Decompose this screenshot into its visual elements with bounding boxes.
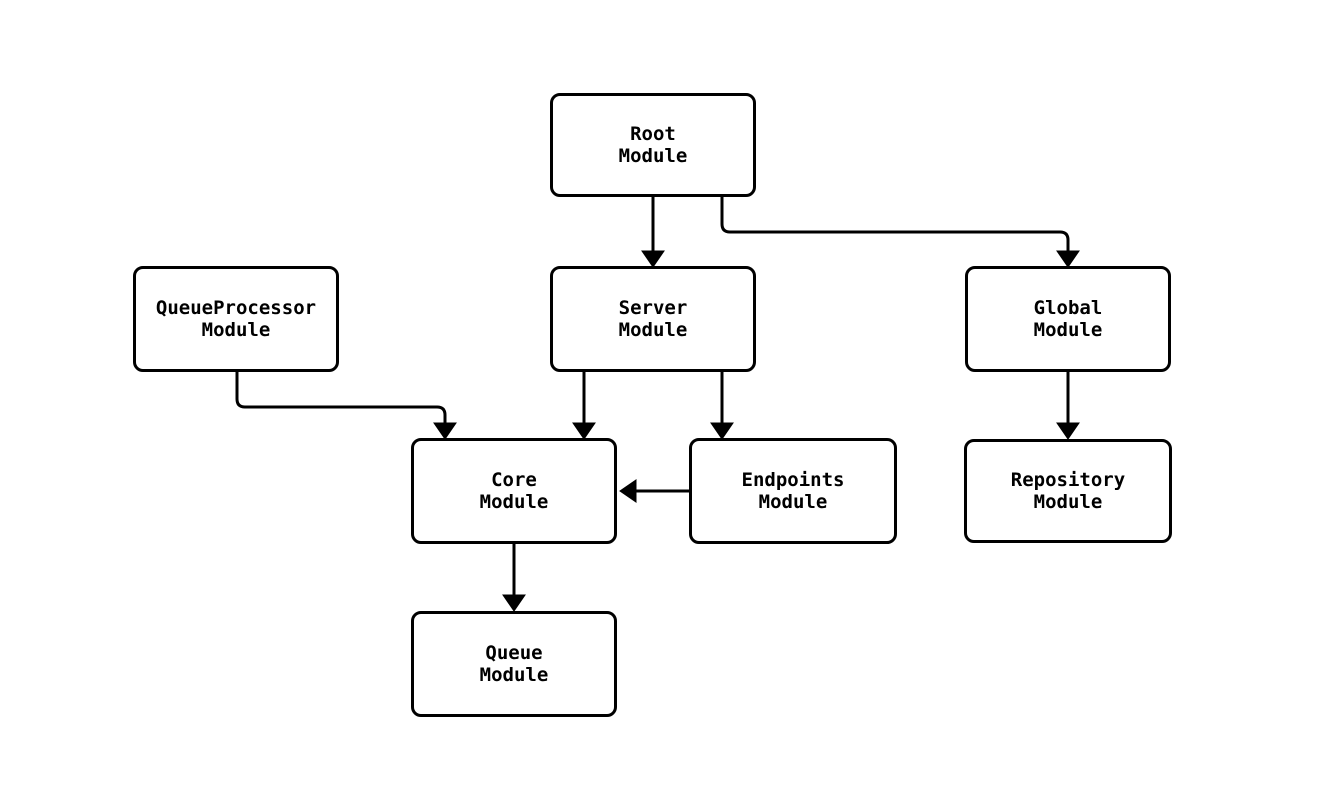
node-global-module: Global Module <box>965 266 1171 372</box>
node-label-line2: Module <box>479 664 549 686</box>
edge-root-to-server <box>641 197 665 268</box>
node-label-line2: Module <box>758 491 828 513</box>
node-server-module: Server Module <box>550 266 756 372</box>
node-label-line2: Module <box>201 319 271 341</box>
edge-endpoints-to-core <box>619 479 689 503</box>
edge-root-to-global <box>720 197 1080 268</box>
node-repository-module: Repository Module <box>964 439 1172 543</box>
edge-server-to-endpoints <box>710 372 734 440</box>
node-label-line2: Module <box>1033 319 1103 341</box>
node-label-line2: Module <box>479 491 549 513</box>
node-label-line2: Module <box>618 319 688 341</box>
edge-queueprocessor-to-core <box>235 372 457 440</box>
node-label-line2: Module <box>618 145 688 167</box>
edge-global-to-repository <box>1056 372 1080 440</box>
node-root-module: Root Module <box>550 93 756 197</box>
node-label-line1: Root <box>630 123 676 145</box>
node-label-line1: Server <box>618 297 688 319</box>
node-label-line1: Endpoints <box>741 469 845 491</box>
edge-server-to-core <box>572 372 596 440</box>
node-label-line1: Repository <box>1010 469 1126 491</box>
node-label-line1: QueueProcessor <box>155 297 317 319</box>
node-label-line2: Module <box>1033 491 1103 513</box>
edge-core-to-queue <box>502 544 526 612</box>
node-label-line1: Queue <box>485 642 543 664</box>
node-queueprocessor-module: QueueProcessor Module <box>133 266 339 372</box>
node-queue-module: Queue Module <box>411 611 617 717</box>
node-label-line1: Core <box>491 469 537 491</box>
node-endpoints-module: Endpoints Module <box>689 438 897 544</box>
node-label-line1: Global <box>1033 297 1103 319</box>
node-core-module: Core Module <box>411 438 617 544</box>
